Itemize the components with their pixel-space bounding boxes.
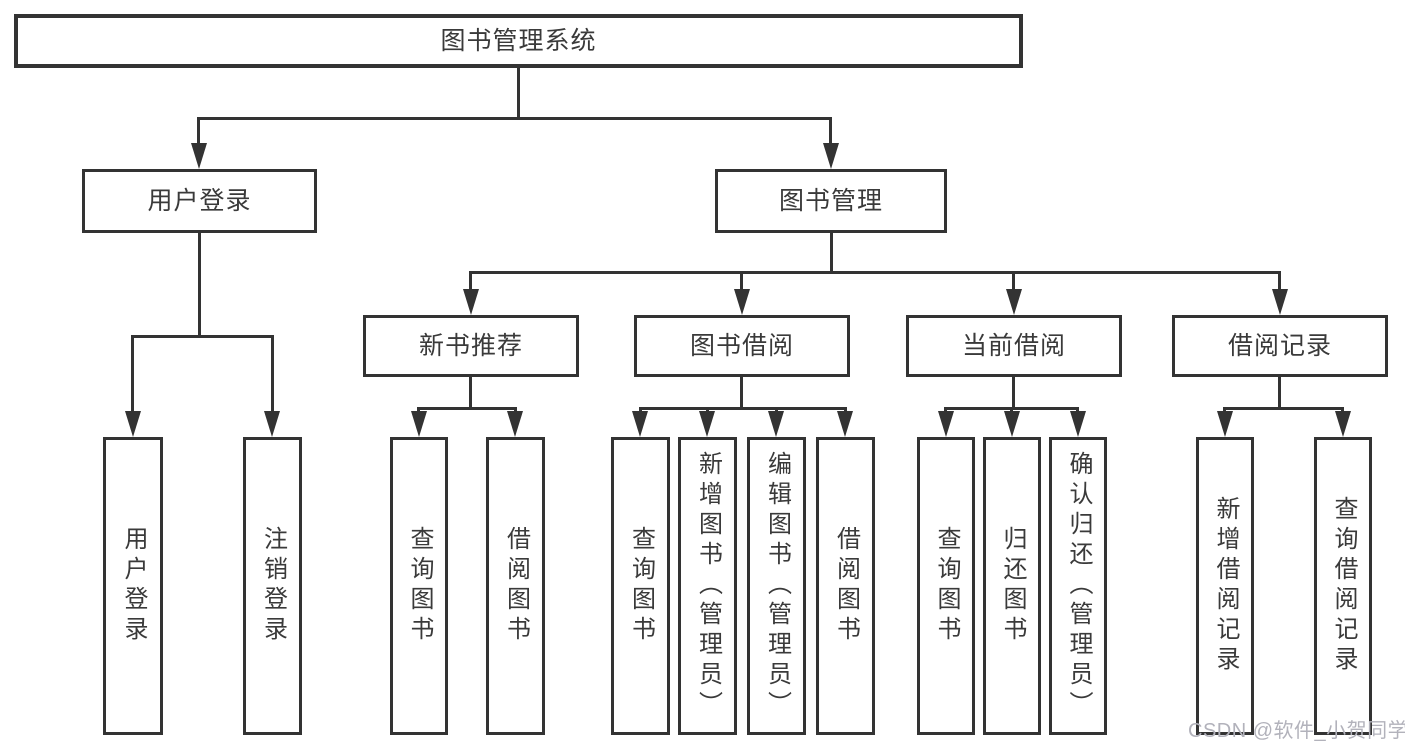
leaf-bb-query-book: 查询图书	[611, 437, 670, 735]
node-new-book-rec-label: 新书推荐	[418, 331, 523, 360]
connector-line	[271, 335, 274, 415]
connector-line	[640, 407, 846, 410]
leaf-bb-edit-book-admin: 编辑图书（管理员）	[747, 437, 806, 735]
connector-line	[469, 377, 472, 410]
leaf-rec-query-book: 查询图书	[390, 437, 448, 735]
arrow-down-icon	[191, 143, 207, 169]
leaf-rd-query-record-label: 查询借阅记录	[1330, 496, 1357, 676]
arrow-down-icon	[1272, 289, 1288, 315]
connector-line	[740, 377, 743, 410]
leaf-logout-label: 注销登录	[259, 526, 287, 646]
leaf-user-login-label: 用户登录	[120, 526, 147, 646]
node-book-borrow: 图书借阅	[634, 315, 850, 377]
leaf-rec-borrow-book: 借阅图书	[486, 437, 545, 735]
connector-line	[740, 271, 743, 295]
leaf-rd-query-record: 查询借阅记录	[1314, 437, 1372, 735]
leaf-bb-borrow-book-label: 借阅图书	[832, 526, 860, 646]
arrow-down-icon	[768, 411, 784, 437]
leaf-bb-edit-book-admin-label: 编辑图书（管理员）	[763, 451, 791, 721]
arrow-down-icon	[1070, 411, 1086, 437]
arrow-down-icon	[734, 289, 750, 315]
connector-line	[469, 271, 472, 295]
node-user-login-label: 用户登录	[147, 186, 252, 215]
arrow-down-icon	[125, 411, 141, 437]
node-borrow-record-label: 借阅记录	[1227, 331, 1332, 360]
leaf-bb-query-book-label: 查询图书	[627, 526, 655, 646]
node-user-login: 用户登录	[82, 169, 317, 233]
leaf-bb-add-book-admin-label: 新增图书（管理员）	[694, 451, 722, 721]
connector-line	[198, 233, 201, 338]
node-book-borrow-label: 图书借阅	[689, 331, 794, 360]
node-root-label: 图书管理系统	[440, 26, 597, 55]
leaf-bb-add-book-admin: 新增图书（管理员）	[678, 437, 737, 735]
leaf-bb-borrow-book: 借阅图书	[816, 437, 875, 735]
arrow-down-icon	[823, 143, 839, 169]
leaf-rec-query-book-label: 查询图书	[406, 526, 433, 646]
node-borrow-record: 借阅记录	[1172, 315, 1388, 377]
arrow-down-icon	[1217, 411, 1233, 437]
connector-line	[1012, 377, 1015, 410]
node-current-borrow: 当前借阅	[906, 315, 1122, 377]
connector-line	[830, 233, 833, 274]
connector-line	[132, 335, 273, 338]
node-root: 图书管理系统	[14, 14, 1023, 68]
leaf-cur-query-book: 查询图书	[917, 437, 975, 735]
connector-line	[197, 117, 200, 149]
connector-line	[131, 335, 134, 415]
leaf-logout: 注销登录	[243, 437, 302, 735]
connector-line	[829, 117, 832, 149]
leaf-rec-borrow-book-label: 借阅图书	[502, 526, 530, 646]
arrow-down-icon	[1006, 289, 1022, 315]
arrow-down-icon	[1004, 411, 1020, 437]
node-new-book-rec: 新书推荐	[363, 315, 579, 377]
leaf-rd-add-record-label: 新增借阅记录	[1212, 496, 1239, 676]
leaf-cur-confirm-return-admin: 确认归还（管理员）	[1049, 437, 1107, 735]
leaf-cur-query-book-label: 查询图书	[933, 526, 960, 646]
leaf-user-login: 用户登录	[103, 437, 163, 735]
node-current-borrow-label: 当前借阅	[961, 331, 1066, 360]
leaf-cur-confirm-return-admin-label: 确认归还（管理员）	[1065, 451, 1092, 721]
connector-line	[1012, 271, 1015, 295]
arrow-down-icon	[938, 411, 954, 437]
arrow-down-icon	[699, 411, 715, 437]
node-book-mgmt: 图书管理	[715, 169, 947, 233]
arrow-down-icon	[411, 411, 427, 437]
csdn-watermark: CSDN @软件_小贺同学	[1188, 720, 1405, 742]
connector-line	[517, 68, 520, 120]
arrow-down-icon	[837, 411, 853, 437]
arrow-down-icon	[507, 411, 523, 437]
arrow-down-icon	[632, 411, 648, 437]
connector-line	[1225, 407, 1343, 410]
connector-line	[419, 407, 516, 410]
leaf-cur-return-book-label: 归还图书	[999, 526, 1026, 646]
node-book-mgmt-label: 图书管理	[778, 186, 883, 215]
arrow-down-icon	[264, 411, 280, 437]
leaf-cur-return-book: 归还图书	[983, 437, 1041, 735]
leaf-rd-add-record: 新增借阅记录	[1196, 437, 1254, 735]
arrow-down-icon	[1335, 411, 1351, 437]
arrow-down-icon	[463, 289, 479, 315]
connector-line	[199, 117, 831, 120]
connector-line	[471, 271, 1280, 274]
connector-line	[1278, 377, 1281, 410]
connector-line	[1278, 271, 1281, 295]
